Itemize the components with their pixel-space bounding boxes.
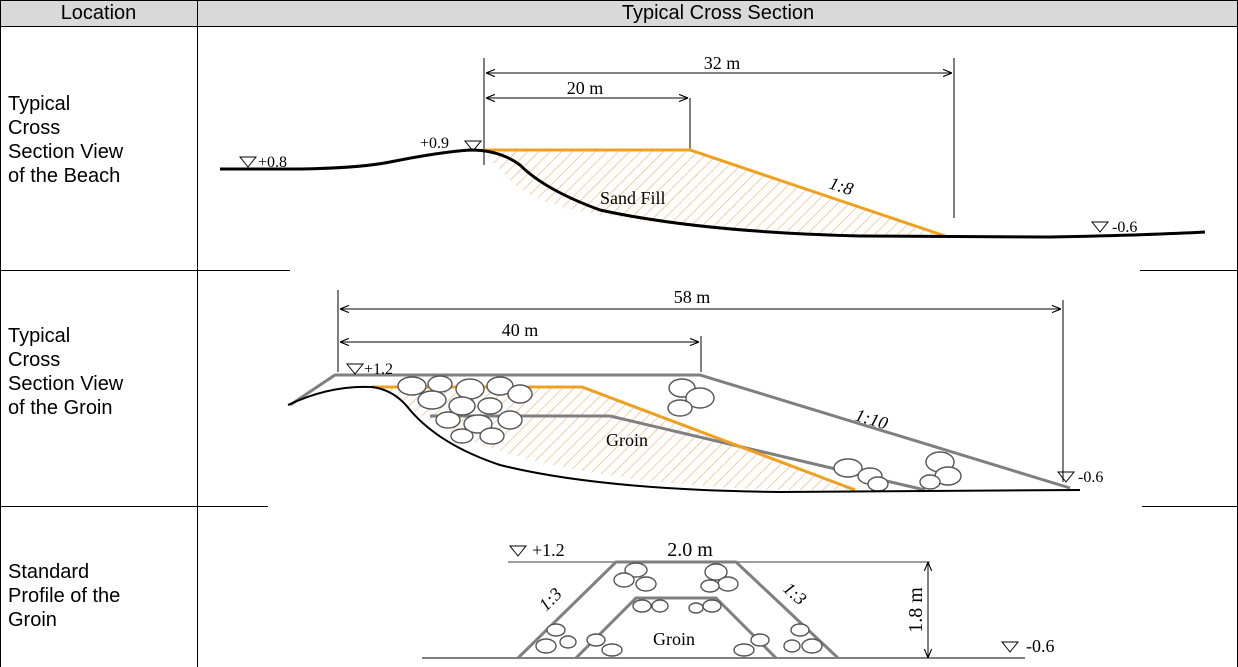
level-marker-right: [1090, 221, 1110, 233]
level-label-crest: +1.2: [364, 361, 393, 378]
sand-fill-area: [482, 150, 945, 236]
column-divider: [197, 0, 198, 667]
level-marker-right: [1000, 641, 1020, 653]
table-border-top: [0, 0, 1238, 1]
row-divider-1a: [0, 270, 290, 271]
level-label-crest: +1.2: [532, 540, 565, 560]
height-label: 1.8 m: [905, 587, 927, 633]
slope-label-right: 1:3: [779, 578, 810, 609]
slope-label-groin: 1:10: [853, 405, 890, 434]
profile-outer-outline: [516, 560, 840, 660]
sand-fill-outline: [482, 148, 946, 238]
level-label-left: +0.8: [258, 154, 287, 171]
row-divider-2a: [0, 506, 268, 507]
groin-profile-diagram: +1.2 2.0 m 1.8 m 1:3 1:3 Groin -0.6: [422, 539, 1055, 660]
groin-fill-label: Groin: [606, 430, 648, 450]
row-divider-2b: [1142, 506, 1238, 507]
sand-fill-label: Sand Fill: [600, 188, 666, 208]
dim-label-20m: 20 m: [567, 78, 604, 98]
header-divider: [0, 26, 1238, 27]
groin-top-outline: [289, 373, 1071, 490]
dim-label-40m: 40 m: [502, 320, 539, 340]
level-marker-crest: [463, 140, 483, 152]
level-label-crest: +0.9: [420, 135, 449, 152]
slope-label-left: 1:3: [535, 584, 566, 615]
level-label-right: -0.6: [1078, 469, 1103, 486]
level-label-right: -0.6: [1026, 636, 1055, 656]
groin-ground-profile: [287, 385, 1081, 494]
level-marker-left: [238, 156, 258, 168]
row-beach-location: Typical Cross Section View of the Beach: [8, 93, 124, 187]
beach-ground-profile: [220, 148, 1206, 239]
level-marker-crest: [508, 545, 528, 557]
profile-fill-label: Groin: [653, 629, 695, 649]
slope-label-beach: 1:8: [827, 173, 856, 199]
profile-armour-rocks: [535, 562, 823, 657]
crest-width-label: 2.0 m: [667, 539, 713, 561]
row-divider-1b: [1140, 270, 1238, 271]
header-location: Location: [0, 0, 197, 26]
groin-armour-rocks: [397, 375, 962, 492]
groin-section-diagram: 58 m 40 m: [287, 287, 1103, 494]
dim-label-32m: 32 m: [704, 53, 741, 73]
level-label-right: -0.6: [1112, 219, 1137, 236]
table-border-left: [0, 0, 1, 667]
header-section: Typical Cross Section: [198, 0, 1238, 26]
level-marker-right: [1056, 471, 1076, 483]
row-profile-location: Standard Profile of the Groin: [8, 561, 121, 631]
profile-inner-outline: [574, 596, 778, 660]
dim-label-58m: 58 m: [674, 287, 711, 307]
beach-section-diagram: 32 m 20 m +0.8 +0.9 -0.6 1:8 Sand Fill: [220, 53, 1206, 239]
level-marker-crest: [345, 363, 365, 375]
row-groin-location: Typical Cross Section View of the Groin: [8, 325, 124, 419]
